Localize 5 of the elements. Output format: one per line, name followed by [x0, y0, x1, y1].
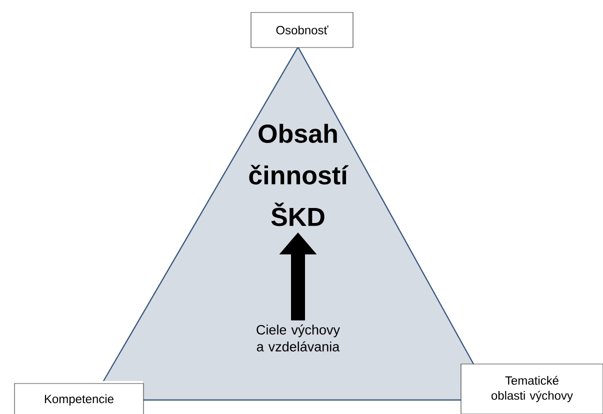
label-box: Kompetencie [14, 383, 144, 414]
label-box: Osobnosť [250, 12, 354, 48]
label-box: Tematické oblasti výchovy [460, 364, 603, 414]
heading-text: Obsah činností ŠKD [249, 124, 349, 226]
body-text: Ciele výchovy a vzdelávania [256, 324, 340, 352]
